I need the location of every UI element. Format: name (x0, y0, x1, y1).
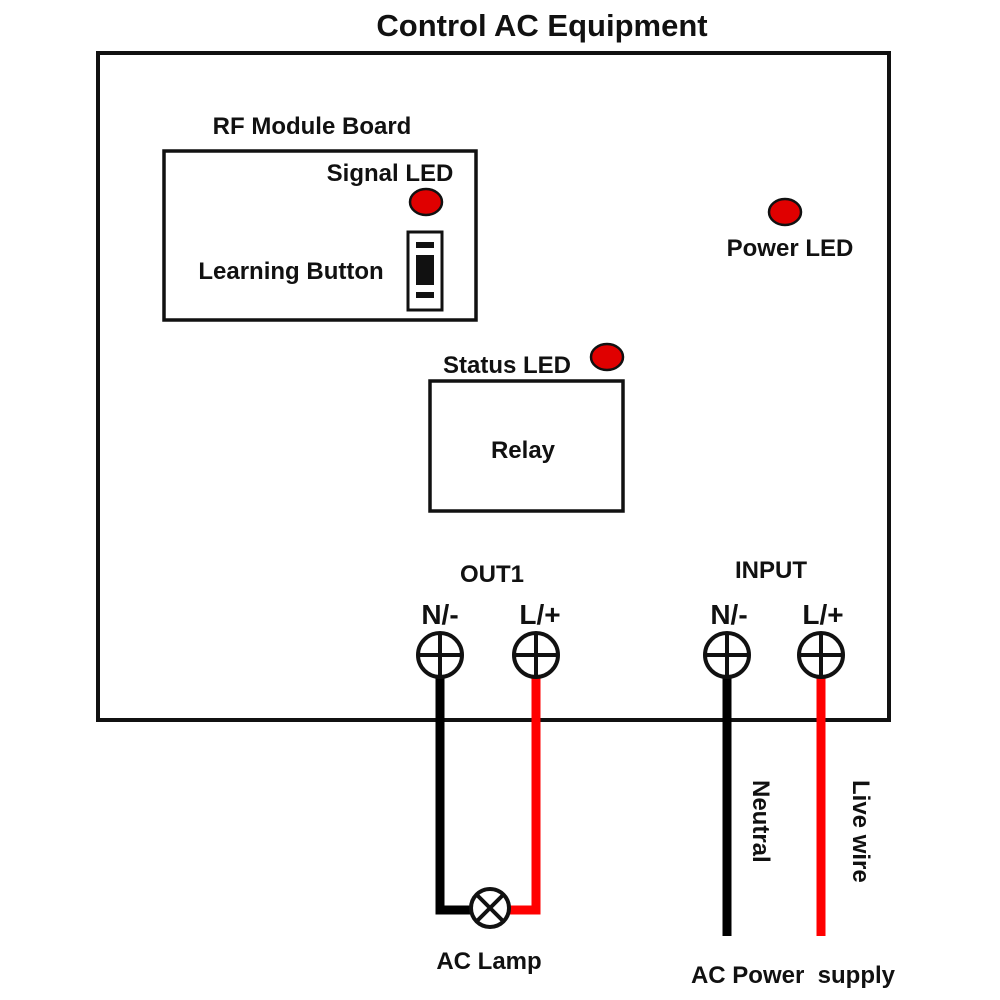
relay-box (428, 379, 625, 513)
out1-live-terminal-icon (512, 631, 560, 679)
input-neutral-label: N/- (710, 599, 747, 630)
equipment-enclosure (96, 51, 891, 722)
input-live-terminal-icon (797, 631, 845, 679)
power-led-label: Power LED (727, 235, 854, 262)
learning-button-label: Learning Button (198, 258, 383, 285)
ac-lamp-label: AC Lamp (436, 948, 541, 975)
lamp-live-wire (506, 676, 541, 915)
power-led (767, 197, 803, 227)
input-neutral-terminal-icon (703, 631, 751, 679)
lamp-icon (469, 887, 511, 929)
rf-module-title: RF Module Board (213, 113, 412, 140)
out1-label: OUT1 (460, 561, 524, 588)
status-led (589, 342, 625, 372)
ac-power-supply-label: AC Power supply (691, 962, 896, 989)
relay-label: Relay (491, 437, 556, 464)
rf-module-board (162, 149, 478, 322)
input-live-label: L/+ (802, 599, 843, 630)
lamp-neutral-wire (435, 676, 478, 915)
out1-neutral-label: N/- (421, 599, 458, 630)
neutral-wire-label: Neutral (747, 780, 774, 863)
status-led-label: Status LED (443, 352, 571, 379)
signal-led (408, 187, 444, 217)
signal-led-label: Signal LED (327, 160, 454, 187)
diagram-title: Control AC Equipment (376, 8, 707, 43)
input-label: INPUT (735, 557, 807, 584)
live-wire-label: Live wire (847, 780, 874, 883)
out1-neutral-terminal-icon (416, 631, 464, 679)
learning-button[interactable] (406, 230, 444, 312)
out1-live-label: L/+ (519, 599, 560, 630)
